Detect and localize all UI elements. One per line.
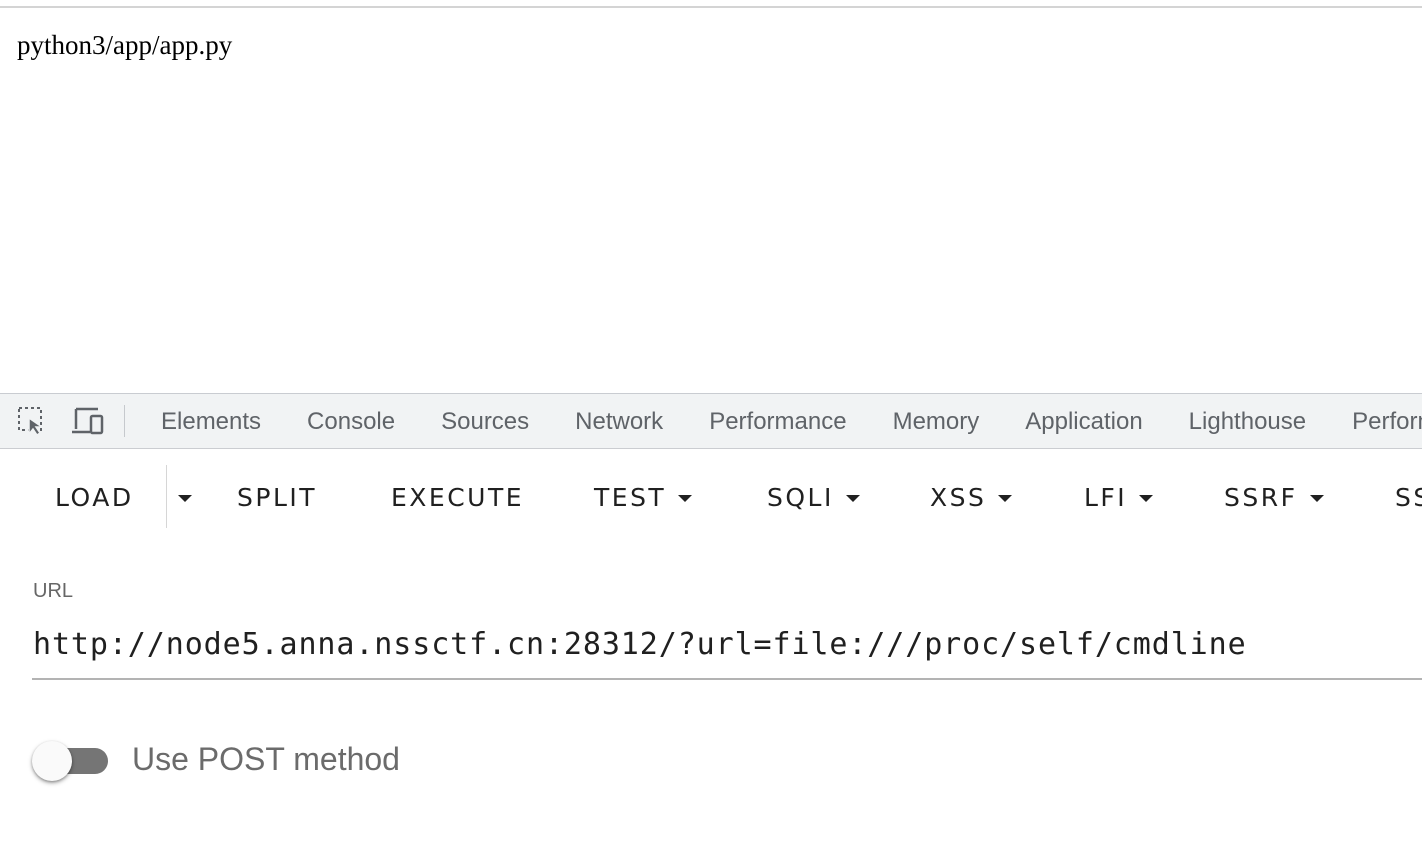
toolbar-divider bbox=[124, 405, 125, 437]
page-body-text: python3/app/app.py bbox=[17, 30, 233, 60]
ssrf-menu-button[interactable]: SSRF bbox=[1224, 479, 1324, 515]
chevron-down-icon bbox=[998, 494, 1013, 502]
chevron-down-icon bbox=[1309, 494, 1324, 502]
lfi-menu-label: LFI bbox=[1084, 482, 1128, 512]
post-method-label: Use POST method bbox=[132, 741, 400, 777]
device-toolbar-icon[interactable] bbox=[70, 404, 104, 438]
tab-network[interactable]: Network bbox=[575, 408, 664, 435]
tab-memory[interactable]: Memory bbox=[892, 408, 980, 435]
test-menu-button[interactable]: TEST bbox=[594, 479, 693, 515]
load-button-label: LOAD bbox=[55, 482, 134, 512]
tab-performance-insights[interactable]: Perform bbox=[1352, 408, 1422, 435]
tab-elements[interactable]: Elements bbox=[161, 408, 262, 435]
inspect-element-icon[interactable] bbox=[15, 404, 49, 438]
tab-performance[interactable]: Performance bbox=[709, 408, 847, 435]
sqli-menu-button[interactable]: SQLI bbox=[767, 479, 860, 515]
chevron-down-icon bbox=[845, 494, 860, 502]
load-dropdown-button[interactable] bbox=[166, 479, 204, 515]
split-button[interactable]: SPLIT bbox=[237, 479, 317, 515]
post-method-toggle[interactable] bbox=[32, 740, 112, 782]
page-viewport: python3/app/app.py bbox=[0, 6, 1422, 399]
url-input[interactable] bbox=[32, 618, 1422, 680]
ssti-menu-label: SS bbox=[1395, 482, 1422, 512]
tab-console[interactable]: Console bbox=[307, 408, 396, 435]
load-split-divider bbox=[166, 465, 167, 528]
chevron-down-icon bbox=[678, 494, 693, 502]
ssti-menu-button[interactable]: SS bbox=[1395, 479, 1422, 515]
hackbar-toolbar: LOAD SPLIT EXECUTE TEST SQLI XSS LFI SSR… bbox=[0, 449, 1422, 549]
execute-button-label: EXECUTE bbox=[391, 482, 525, 512]
tab-sources[interactable]: Sources bbox=[441, 408, 530, 435]
test-menu-label: TEST bbox=[594, 482, 667, 512]
chevron-down-icon bbox=[1139, 494, 1154, 502]
ssrf-menu-label: SSRF bbox=[1224, 482, 1298, 512]
execute-button[interactable]: EXECUTE bbox=[391, 479, 524, 515]
load-button[interactable]: LOAD bbox=[55, 479, 134, 515]
devtools-tab-bar: Elements Console Sources Network Perform… bbox=[0, 393, 1422, 449]
xss-menu-button[interactable]: XSS bbox=[930, 479, 1013, 515]
split-button-label: SPLIT bbox=[237, 482, 318, 512]
toggle-knob bbox=[32, 741, 72, 781]
xss-menu-label: XSS bbox=[930, 482, 987, 512]
tab-lighthouse[interactable]: Lighthouse bbox=[1188, 408, 1307, 435]
lfi-menu-button[interactable]: LFI bbox=[1084, 479, 1154, 515]
chevron-down-icon bbox=[178, 494, 192, 502]
sqli-menu-label: SQLI bbox=[767, 482, 834, 512]
url-field-label: URL bbox=[33, 580, 74, 602]
tab-application[interactable]: Application bbox=[1025, 408, 1143, 435]
devtools-tabs: Elements Console Sources Network Perform… bbox=[138, 394, 1422, 448]
